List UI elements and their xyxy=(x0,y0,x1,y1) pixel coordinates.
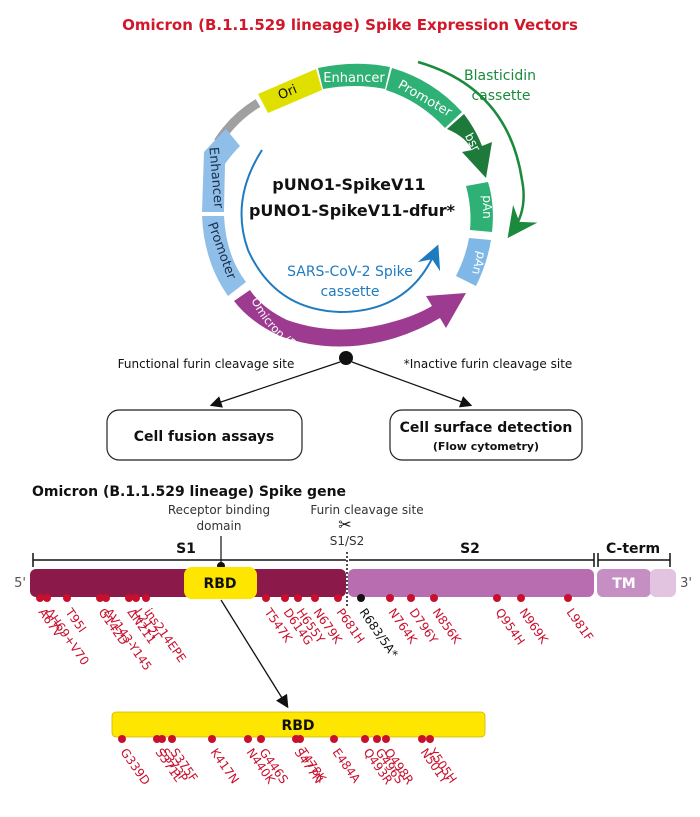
sars-cassette-arrow xyxy=(240,149,441,314)
cterm-label: C-term xyxy=(606,541,660,557)
pan-label-2: pAn xyxy=(469,250,489,276)
fusion-box-border xyxy=(106,409,303,461)
pan-label-1: pAn xyxy=(480,195,494,218)
surface-box-border xyxy=(389,409,583,461)
mutation-dot xyxy=(386,594,394,602)
mutation-label: G339D xyxy=(118,746,153,788)
mutation-dot xyxy=(357,594,365,602)
rbd-domain-label-2: domain xyxy=(197,519,242,533)
furin-site-label: Furin cleavage site xyxy=(310,503,423,517)
bsr-segment xyxy=(447,114,492,178)
mutation-label: E484A xyxy=(330,746,364,786)
mutation-dot xyxy=(418,735,426,743)
mutation-dot xyxy=(132,594,140,602)
mutation-dot xyxy=(294,594,302,602)
surface-box-sublabel: (Flow cytometry) xyxy=(433,440,539,453)
surface-box-label: Cell surface detection xyxy=(400,420,573,436)
gene-title: Omicron (B.1.1.529 lineage) Spike gene xyxy=(32,484,346,500)
promoter-blue-segment xyxy=(202,216,246,296)
mutation-dot xyxy=(564,594,572,602)
plasmid-name-2: pUNO1-SpikeV11-dfur* xyxy=(249,201,456,220)
mutation-dot xyxy=(158,735,166,743)
s2-bar xyxy=(348,569,594,597)
mutation-dot xyxy=(125,594,133,602)
plasmid-map: Ori Enhancer Promoter bsr pAn pAn Enhanc… xyxy=(202,60,538,371)
tm-bar-label: TM xyxy=(612,576,635,592)
rbd-domain-label-1: Receptor binding xyxy=(168,503,270,517)
furin-split: Functional furin cleavage site *Inactive… xyxy=(118,351,573,408)
mutation-dot xyxy=(142,594,150,602)
functional-furin-label: Functional furin cleavage site xyxy=(118,357,295,371)
inactive-furin-label: *Inactive furin cleavage site xyxy=(404,357,573,371)
mutation-dot xyxy=(168,735,176,743)
mutation-dot xyxy=(96,594,104,602)
ori-label: Ori xyxy=(276,82,299,103)
mutation-dot xyxy=(426,735,434,743)
mutation-dot xyxy=(382,735,390,743)
mutation-dot xyxy=(407,594,415,602)
s1s2-label: S1/S2 xyxy=(330,534,365,548)
mutation-dot xyxy=(296,735,304,743)
tm-bar xyxy=(597,569,651,597)
enhancer-green-label: Enhancer xyxy=(323,71,385,86)
arrow-to-fusion xyxy=(209,361,341,408)
plasmid-name-1: pUNO1-SpikeV11 xyxy=(272,175,425,194)
three-prime-label: 3' xyxy=(680,576,692,591)
rbd-zoom-label: RBD xyxy=(281,718,314,734)
mutation-dot xyxy=(361,735,369,743)
surface-box: Cell surface detection (Flow cytometry) xyxy=(389,409,583,461)
ori-segment xyxy=(258,69,322,113)
figure-title: Omicron (B.1.1.529 lineage) Spike Expres… xyxy=(122,16,578,34)
scissors-icon: ✂ xyxy=(338,515,351,534)
furin-dot xyxy=(339,351,353,365)
mutation-dot xyxy=(208,735,216,743)
rbd-bar-label: RBD xyxy=(203,576,236,592)
mutation-dot xyxy=(373,735,381,743)
enhancer-blue-segment xyxy=(202,129,240,212)
s1-label: S1 xyxy=(176,541,196,557)
cterm-tail-bar xyxy=(650,569,676,597)
sars-label-2: cassette xyxy=(320,284,379,300)
mutation-label: K417N xyxy=(208,746,242,787)
enhancer-green-segment xyxy=(318,63,390,89)
mutation-dot xyxy=(262,594,270,602)
mutation-dot xyxy=(63,594,71,602)
mutation-dot xyxy=(281,594,289,602)
fusion-box-label: Cell fusion assays xyxy=(134,429,274,445)
pan-segment-2 xyxy=(456,238,491,286)
gene-map: Omicron (B.1.1.529 lineage) Spike gene R… xyxy=(14,484,692,788)
arrow-to-surface xyxy=(351,361,473,408)
enhancer-blue-label: Enhancer xyxy=(205,146,225,209)
s2-label: S2 xyxy=(460,541,480,557)
mutation-dot xyxy=(244,735,252,743)
blasticidin-arrow xyxy=(417,60,538,239)
spike-gene-segment xyxy=(234,290,466,347)
mutation-label: L981F xyxy=(564,606,596,644)
mutation-dot xyxy=(430,594,438,602)
mutation-dot xyxy=(334,594,342,602)
rbd-bar xyxy=(184,567,257,599)
blasticidin-label-1: Blasticidin xyxy=(464,68,536,84)
fusion-box: Cell fusion assays xyxy=(106,409,303,461)
rbd-zoom-arrow xyxy=(220,599,289,709)
five-prime-label: 5' xyxy=(14,576,26,591)
mutation-dot xyxy=(517,594,525,602)
blasticidin-label-2: cassette xyxy=(471,88,530,104)
mutation-dot xyxy=(257,735,265,743)
mutation-dot xyxy=(43,594,51,602)
mutation-dot xyxy=(330,735,338,743)
sars-label-1: SARS-CoV-2 Spike xyxy=(287,264,413,280)
pan-segment-1 xyxy=(466,182,493,232)
mutation-dot xyxy=(311,594,319,602)
mutation-dot xyxy=(36,594,44,602)
mutation-dot xyxy=(118,735,126,743)
promoter-green-segment xyxy=(386,68,462,128)
mutation-dot xyxy=(493,594,501,602)
mutation-dot xyxy=(102,594,110,602)
